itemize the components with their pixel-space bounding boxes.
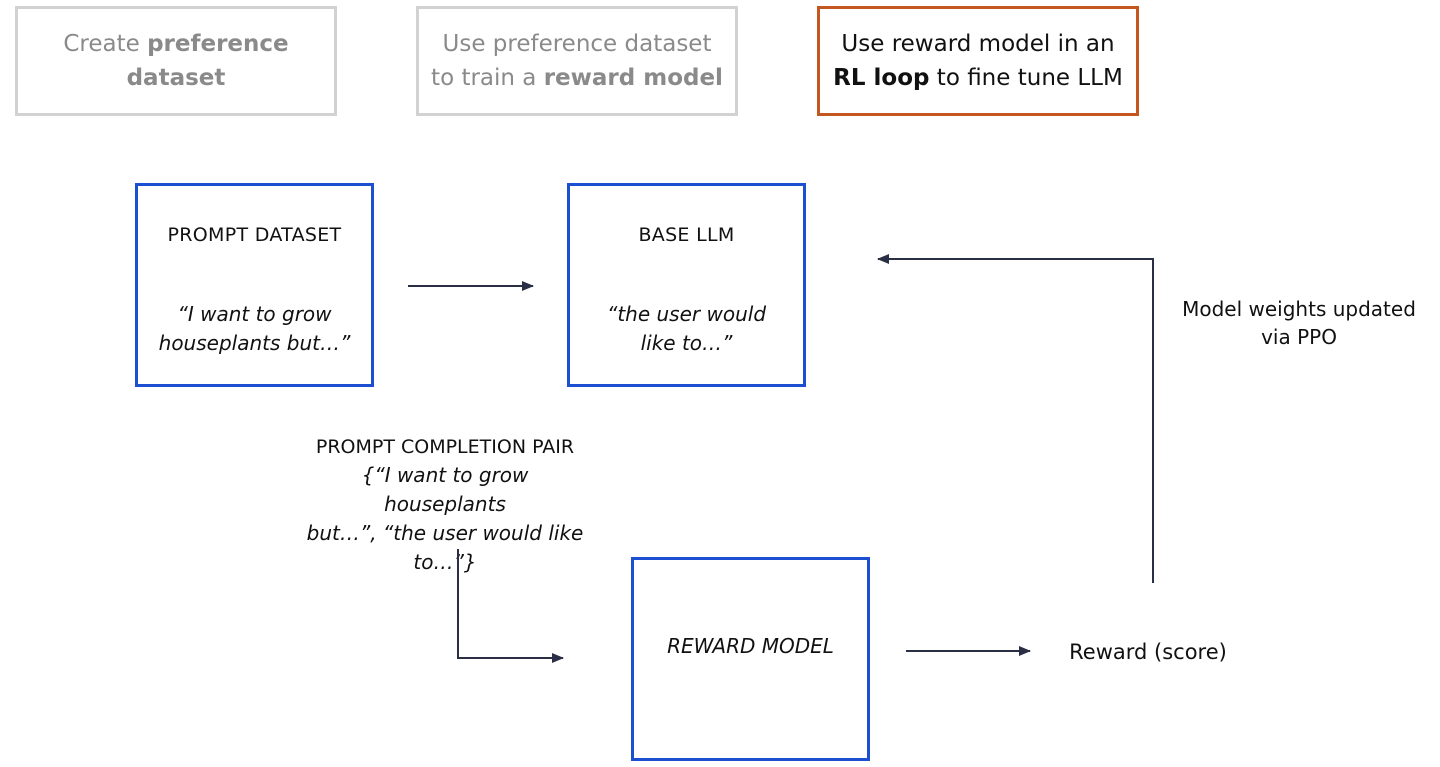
reward-model-node: REWARD MODEL xyxy=(631,557,870,761)
pair-title: PROMPT COMPLETION PAIR xyxy=(315,436,575,458)
step-1-line-1: Create preference xyxy=(63,31,289,57)
base-llm-title: BASE LLM xyxy=(638,224,735,246)
step-3-line-2: RL loop to fine tune LLM xyxy=(833,65,1123,91)
reward-model-title: REWARD MODEL xyxy=(667,634,834,658)
step-rl-loop: Use reward model in an RL loop to fine t… xyxy=(817,6,1139,116)
prompt-dataset-quote: “I want to grow houseplants but…” xyxy=(158,302,351,355)
model-weights-label: Model weights updated via PPO xyxy=(1182,297,1416,349)
arrow-ppo-feedback xyxy=(877,254,1154,583)
reward-score-label: Reward (score) xyxy=(1069,640,1227,664)
step-1-line-2: dataset xyxy=(126,65,226,91)
base-llm-node: BASE LLM “the user would like to…” xyxy=(567,183,806,387)
step-2-line-2: to train a reward model xyxy=(431,65,723,91)
pair-line-1: {“I want to grow houseplants xyxy=(361,463,529,516)
base-llm-quote: “the user would like to…” xyxy=(606,302,767,355)
step-create-preference-dataset: Create preference dataset xyxy=(15,6,337,116)
prompt-completion-pair-label: PROMPT COMPLETION PAIR {“I want to grow … xyxy=(300,433,590,577)
prompt-dataset-node: PROMPT DATASET “I want to grow houseplan… xyxy=(135,183,374,387)
pair-line-3: to…”} xyxy=(413,550,477,574)
prompt-dataset-title: PROMPT DATASET xyxy=(167,224,342,246)
step-3-line-1: Use reward model in an xyxy=(841,31,1115,57)
arrow-pair-to-reward-model xyxy=(457,549,564,663)
step-2-line-1: Use preference dataset xyxy=(442,31,712,57)
pair-line-2: but…”, “the user would like xyxy=(306,521,584,545)
step-train-reward-model: Use preference dataset to train a reward… xyxy=(416,6,738,116)
